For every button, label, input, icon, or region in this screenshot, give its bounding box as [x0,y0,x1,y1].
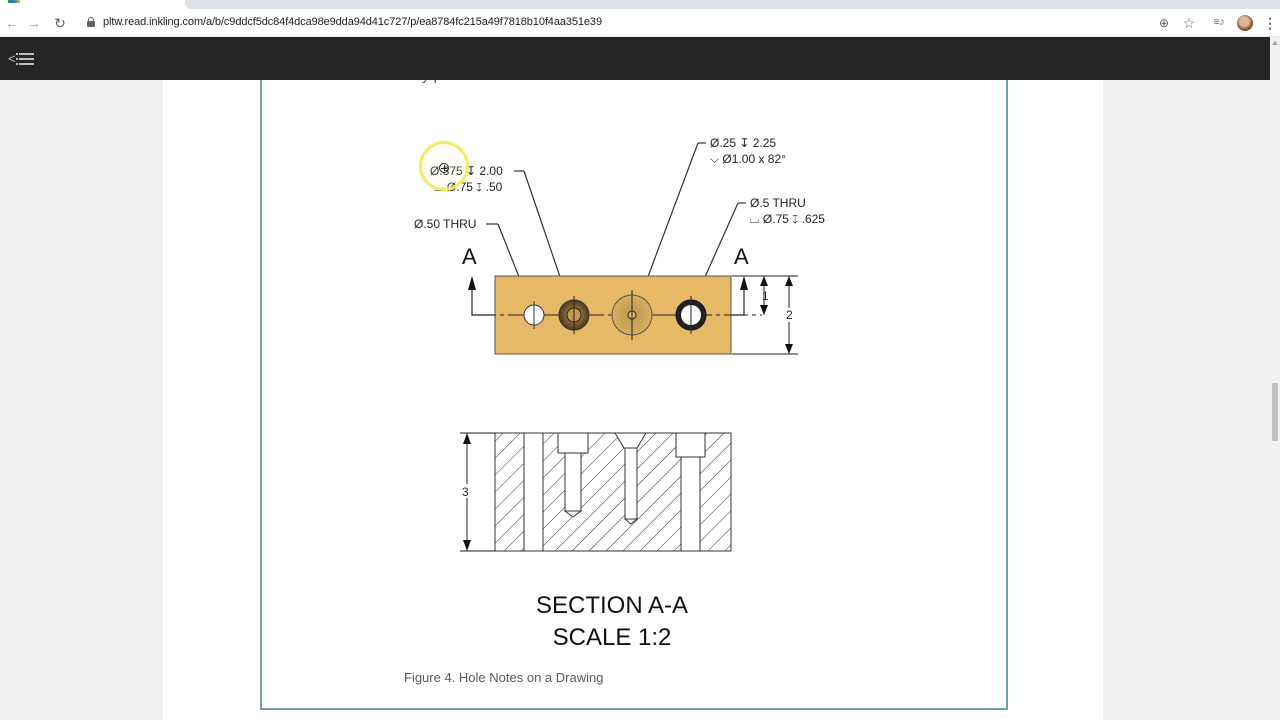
back-button[interactable]: ← [2,13,22,33]
reload-button[interactable]: ↻ [50,13,70,33]
section-marker-right: A [734,244,749,269]
figure-caption: Figure 4. Hole Notes on a Drawing [404,670,604,685]
scroll-up-arrow-icon[interactable] [1272,41,1278,45]
tab-strip [0,0,1280,9]
dimension-3: 3 [462,485,469,499]
callout-counterbore-2: Ø.5 THRU [750,196,806,210]
kebab-menu-icon: ⋮ [1263,15,1277,31]
callout-countersink: Ø.25 ↧ 2.25 [710,136,776,150]
media-queue-icon: ≡♪ [1213,17,1225,28]
figure-container: Ø.375 ↧ 2.00 ⌴ Ø.75 ↧ .50 Ø.50 THRU Ø.25… [260,80,1008,710]
section-scale: SCALE 1:2 [553,624,672,651]
zoom-button[interactable]: ⊕ [1155,14,1173,32]
callout-counterbore-2b: ⌴ Ø.75 ↧ .625 [750,212,825,226]
callout-countersink-b: ⌵ Ø1.00 x 82° [710,152,786,166]
lock-icon[interactable] [87,17,95,27]
browser-tab[interactable] [185,0,1280,9]
zoom-cursor-icon [439,163,449,173]
callout-counterbore-1b: ⌴ Ø.75 ↧ .50 [434,180,503,194]
bookmark-button[interactable]: ☆ [1180,14,1198,32]
star-icon: ☆ [1182,15,1196,31]
media-button[interactable]: ≡♪ [1210,14,1228,32]
arrow-left-icon: ← [5,15,19,31]
tab-favicon [8,0,20,3]
hole-notes-drawing: Ø.375 ↧ 2.00 ⌴ Ø.75 ↧ .50 Ø.50 THRU Ø.25… [414,136,825,651]
url-text[interactable]: pltw.read.inkling.com/a/b/c9ddcf5dc84f4d… [103,16,602,28]
browser-menu-button[interactable]: ⋮ [1263,14,1277,32]
section-title: SECTION A-A [536,592,688,619]
chevron-left-icon: < [8,51,16,66]
zoom-in-icon: ⊕ [1158,16,1170,30]
scrollbar-thumb[interactable] [1272,383,1278,441]
avatar[interactable] [1237,15,1253,31]
address-bar[interactable]: pltw.read.inkling.com/a/b/c9ddcf5dc84f4d… [78,12,1208,34]
section-marker-left: A [462,244,477,269]
page-scrollbar[interactable] [1270,37,1280,720]
reload-icon: ↻ [54,15,66,31]
dimension-1: 1 [762,289,769,303]
browser-toolbar: ← → ↻ pltw.read.inkling.com/a/b/c9ddcf5d… [0,9,1280,37]
dimension-2: 2 [786,308,793,322]
arrow-right-icon: → [27,15,41,31]
forward-button[interactable]: → [24,13,44,33]
list-icon [16,53,34,65]
table-of-contents-button[interactable]: < [8,49,36,69]
reader-header-bar: < [0,37,1270,80]
callout-through-hole: Ø.50 THRU [414,217,476,231]
